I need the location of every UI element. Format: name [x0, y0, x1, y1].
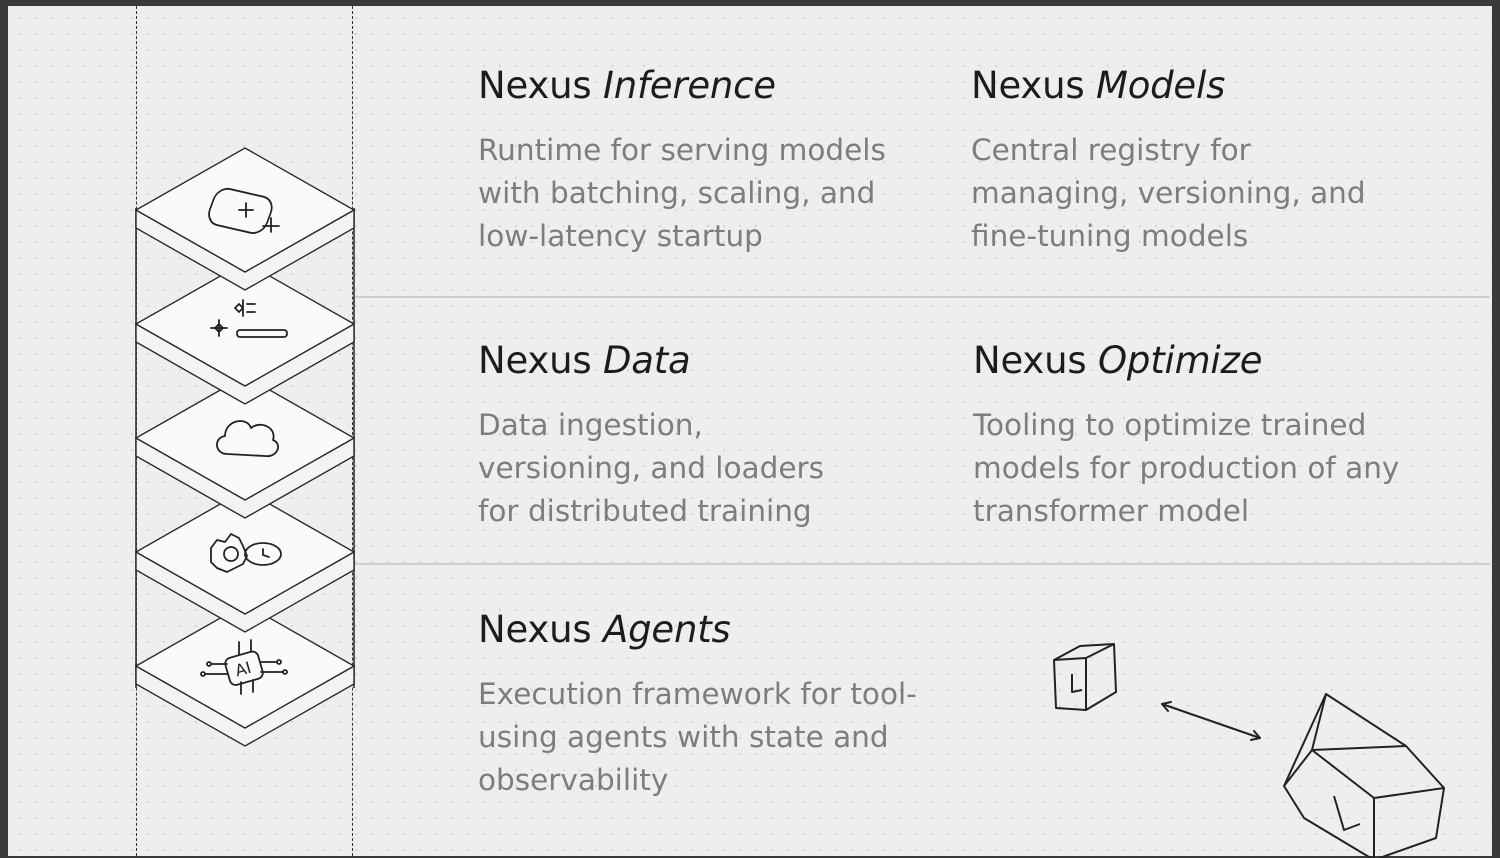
- stack-layer: [134, 489, 356, 633]
- product-description: Data ingestion, versioning, and loaders …: [478, 408, 824, 528]
- sparkle-wand-icon: [210, 299, 288, 338]
- product-title: Nexus Models: [971, 64, 1226, 107]
- product-card-agents[interactable]: Nexus Agents Execution framework for too…: [478, 608, 917, 802]
- double-arrow-icon: [1161, 701, 1261, 741]
- product-description: Tooling to optimize trained models for p…: [973, 408, 1400, 528]
- cloud-icon: [216, 420, 279, 457]
- product-title: Nexus Inference: [478, 64, 776, 107]
- product-card-inference[interactable]: Nexus Inference Runtime for serving mode…: [478, 64, 886, 258]
- small-cube-icon: [1053, 643, 1117, 711]
- product-card-models[interactable]: Nexus Models Central registry for managi…: [971, 64, 1366, 258]
- svg-text:AI: AI: [233, 658, 253, 681]
- product-card-data[interactable]: Nexus Data Data ingestion, versioning, a…: [478, 339, 824, 533]
- product-description: Runtime for serving models with batching…: [478, 133, 886, 253]
- product-description: Central registry for managing, versionin…: [971, 133, 1366, 253]
- stack-layer: AI: [134, 603, 356, 747]
- section-divider-2: [354, 563, 1490, 565]
- product-title: Nexus Agents: [478, 608, 731, 651]
- stack-layer: [134, 147, 356, 291]
- gear-clock-icon: [210, 533, 282, 573]
- product-title: Nexus Data: [478, 339, 691, 382]
- product-title: Nexus Optimize: [973, 339, 1263, 382]
- ai-chip-icon: AI: [200, 639, 288, 695]
- section-divider-1: [354, 296, 1490, 298]
- stack-layer: [134, 375, 356, 519]
- gpu-chip-icon: [208, 187, 280, 234]
- product-card-optimize[interactable]: Nexus Optimize Tooling to optimize train…: [973, 339, 1399, 533]
- product-description: Execution framework for tool- using agen…: [478, 677, 917, 797]
- large-cube-icon: [1283, 693, 1445, 858]
- guide-line-right: [352, 6, 353, 856]
- stack-layer: [134, 261, 356, 405]
